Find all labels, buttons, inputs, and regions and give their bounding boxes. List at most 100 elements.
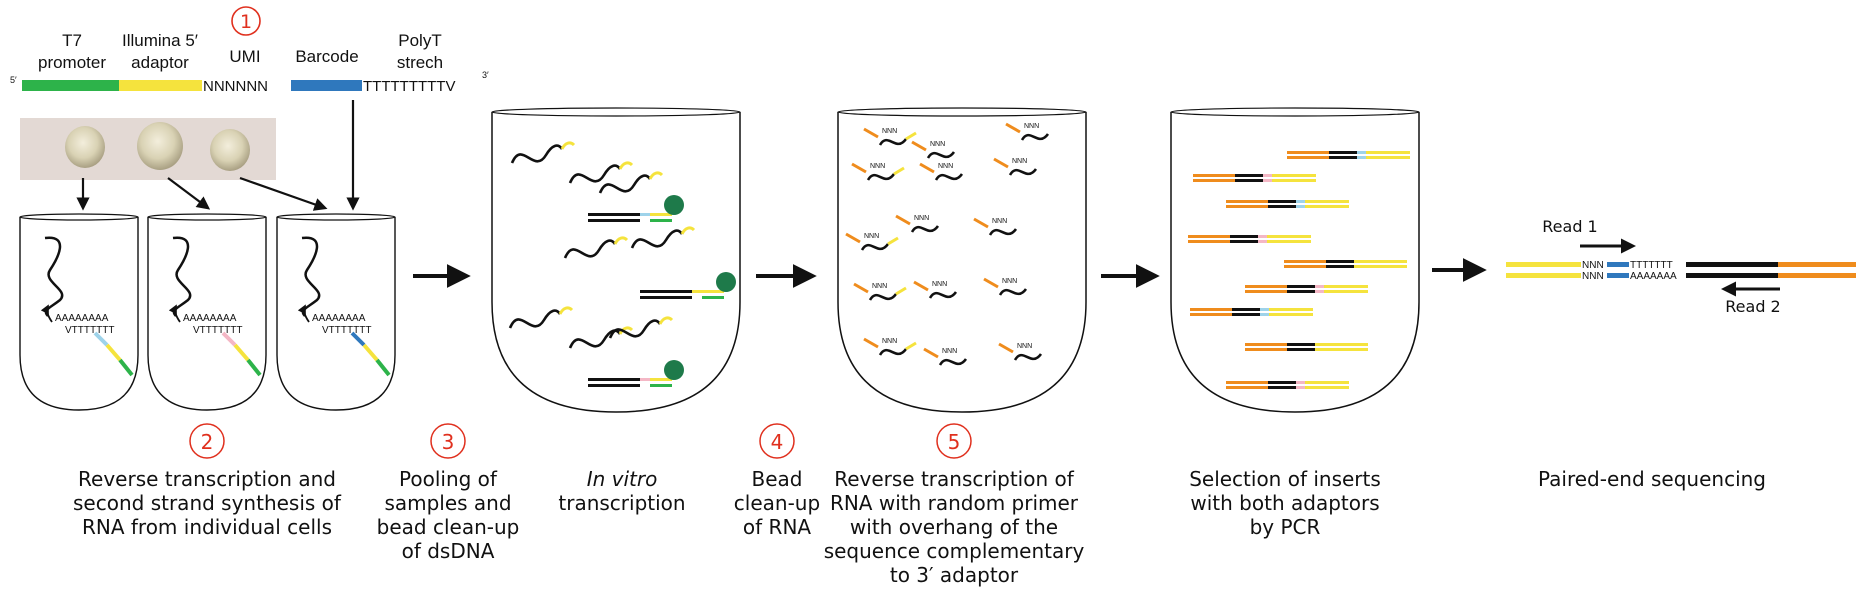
rt-fragment-9: NNN [973,217,1018,236]
bottom-barcode [1315,348,1324,351]
step-caption-line: with overhang of the [850,515,1058,539]
random-primer: NNN [938,163,953,170]
mrna-strand [44,236,64,317]
top-yellow [1272,174,1316,177]
step-caption-line: sequence complementary [824,539,1085,563]
step-caption-line: RNA with random primer [830,491,1079,515]
top-orange [1284,260,1326,263]
pcr-product-8 [1245,343,1368,351]
rna-adaptor [895,286,907,296]
tube-rim [276,213,396,221]
random-primer: NNN [1002,278,1017,285]
top-insert [1235,174,1263,177]
pcr-product-1 [1287,151,1410,159]
tube-rim [147,213,267,221]
bottom-insert [1235,179,1263,182]
step-caption-line: of dsDNA [402,539,495,563]
rna-adaptor [658,316,674,325]
bottom-orange [1226,386,1268,389]
read2-label: Read 2 [1725,297,1780,316]
top-orange [1226,381,1268,384]
rt-fragment-11: NNN [913,280,958,299]
read1-label: Read 1 [1542,217,1597,236]
rna-fragment [1008,168,1038,176]
primer-overhang [851,162,867,174]
step-caption-line: Bead [752,467,803,491]
step-caption-line: Paired-end sequencing [1538,467,1766,491]
ivt-rna-5 [630,226,696,249]
top-insert [1287,285,1315,288]
step-number-circle [936,423,972,459]
random-primer: NNN [882,128,897,135]
bottom-barcode [1315,290,1324,293]
rt-fragment-15: NNN [998,342,1043,361]
bottom-insert [1232,313,1260,316]
random-primer: NNN [932,281,947,288]
primer-overhang [853,282,869,294]
rna-adaptor [905,131,917,141]
rna-adaptor [648,171,664,180]
bottom-yellow [1269,313,1313,316]
dsdna-adaptor [702,290,724,293]
rna-body [630,229,684,249]
pcr-product-7 [1190,308,1313,316]
bottom-yellow [1324,290,1368,293]
primer-overhang [983,277,999,289]
top-orange [1188,235,1230,238]
step-number: 3 [442,430,455,454]
primer-construct: T7 promoter Illumina 5′ adaptor UMI Barc… [10,6,489,95]
random-primer: NNN [930,141,945,148]
bottom-insert [1268,205,1296,208]
dsdna-top [588,213,640,216]
cell-to-tube-arrows [76,100,360,211]
bead [664,195,684,215]
bottom-barcode [1607,273,1629,278]
random-primer: NNN [914,215,929,222]
bead [716,272,736,292]
rna-body [510,144,564,164]
rt-fragment-13: NNN [863,337,917,356]
rna-adaptor [887,236,899,246]
bottom-barcode [1357,156,1366,159]
random-primer: NNN [1012,158,1027,165]
rna-fragment [878,348,908,356]
rna-adaptor [905,341,917,351]
t7-label-line2: promoter [38,53,106,72]
bottom-barcode [1263,179,1272,182]
dsdna-promoter [702,296,724,299]
rt-fragment-4: NNN [851,162,905,181]
rna-adaptor [893,166,905,176]
step-caption-line: Pooling of [399,467,498,491]
step-caption-line: samples and [384,491,511,515]
bottom-orange [1190,313,1232,316]
step-caption-line: second strand synthesis of [73,491,342,515]
bottom-barcode [1260,313,1269,316]
primer-overhang [895,214,911,226]
rna-fragment [998,288,1028,296]
random-primer: NNN [942,348,957,355]
bottom-yellow [1366,156,1410,159]
extension-arrow [297,304,310,323]
ivt-tube-contents [508,141,736,387]
rna-adaptor [558,306,574,315]
bottom-yellow-adaptor [1506,273,1581,278]
ivt-rna-6 [508,306,574,329]
step-caption-line: to 3′ adaptor [890,563,1019,587]
rt-fragment-6: NNN [993,157,1038,176]
step-caption-line: with both adaptors [1190,491,1379,515]
rna-fragment [926,151,956,159]
arrow-cell3 [239,176,328,211]
rna-fragment [934,173,964,181]
top-barcode [1607,262,1629,267]
step1-circle [231,6,261,36]
primer-overhang [863,337,879,349]
rt-fragment-2: NNN [911,140,956,159]
ivt-template-3 [588,360,684,387]
top-orange [1193,174,1235,177]
